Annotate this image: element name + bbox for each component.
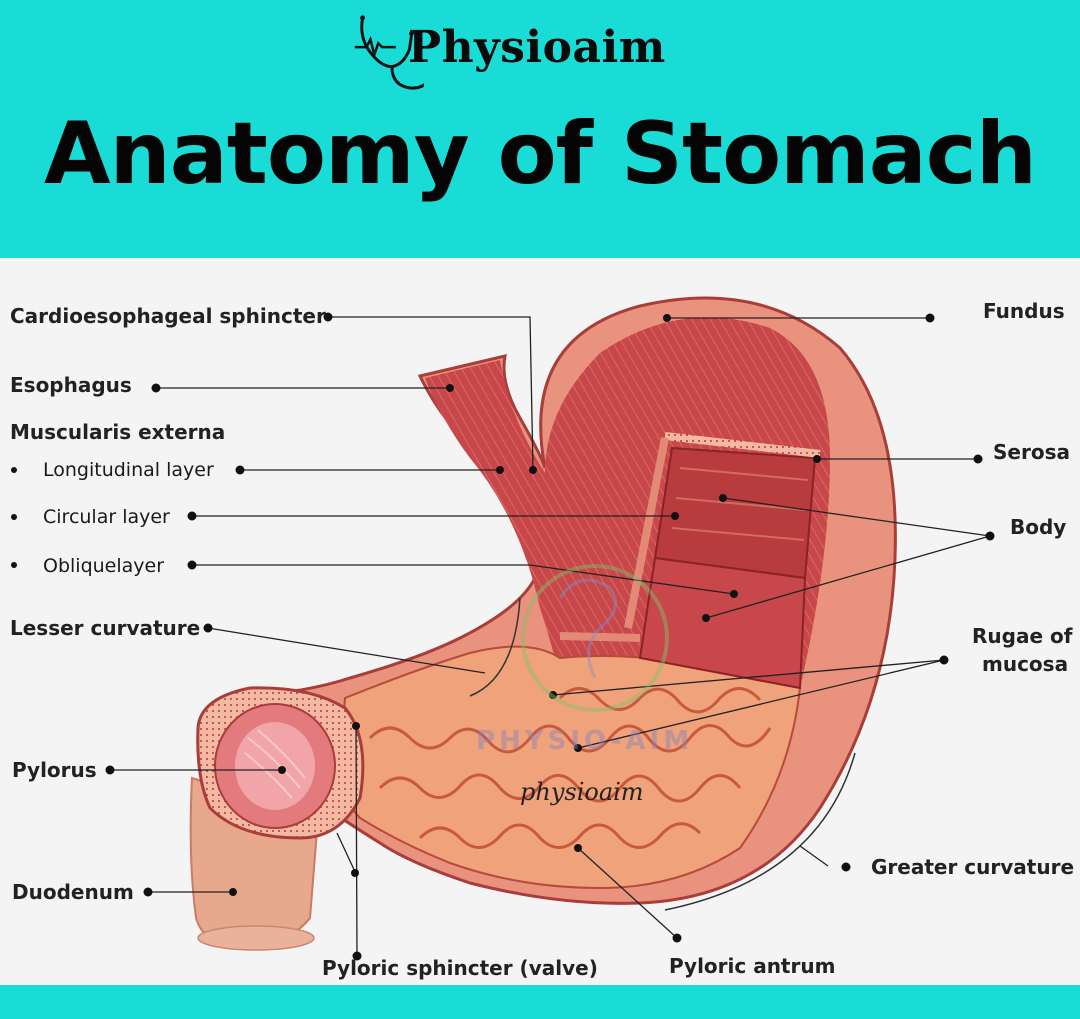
- leader-dots: [11, 312, 995, 961]
- label-cardioesophageal-sphincter: Cardioesophageal sphincter: [10, 304, 326, 328]
- label-fundus: Fundus: [983, 299, 1065, 323]
- label-pylorus: Pylorus: [12, 758, 97, 782]
- label-circular-layer: Circular layer: [43, 506, 170, 528]
- page-title: Anatomy of Stomach: [43, 104, 1037, 204]
- label-rugae-line2: mucosa: [982, 652, 1069, 676]
- label-pyloric-sphincter: Pyloric sphincter (valve): [322, 956, 598, 980]
- label-serosa: Serosa: [993, 440, 1070, 464]
- label-rugae-line1: Rugae of: [972, 624, 1073, 648]
- label-esophagus: Esophagus: [10, 373, 132, 397]
- label-body: Body: [1010, 515, 1067, 539]
- brand-name: Physioaim: [408, 22, 666, 73]
- header: Physioaim Anatomy of Stomach: [0, 0, 1080, 258]
- label-longitudinal-layer: Longitudinal layer: [43, 459, 214, 481]
- body-cut: [653, 446, 817, 580]
- leader-lines: [110, 316, 991, 957]
- stethoscope-icon: [354, 15, 424, 90]
- label-pyloric-antrum: Pyloric antrum: [669, 954, 836, 978]
- stomach-illustration: [11, 296, 995, 961]
- label-oblique-layer: Obliquelayer: [43, 555, 165, 577]
- diagram-panel: Cardioesophageal sphincter Esophagus Mus…: [0, 258, 1080, 985]
- label-muscularis-externa: Muscularis externa: [10, 420, 226, 444]
- watermark-logo: [521, 564, 669, 712]
- bottom-band: [0, 985, 1080, 1019]
- watermark-caps: PHYSIO-AIM: [476, 726, 694, 756]
- label-greater-curvature: Greater curvature: [871, 855, 1075, 879]
- label-duodenum: Duodenum: [12, 880, 134, 904]
- label-lesser-curvature: Lesser curvature: [10, 616, 201, 640]
- watermark-script: physioaim: [520, 778, 644, 806]
